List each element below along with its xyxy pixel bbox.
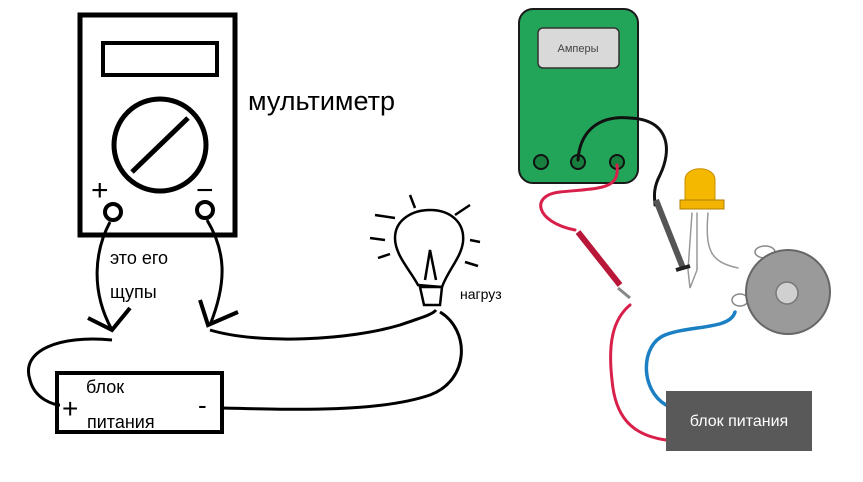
minus-sign: −: [196, 174, 214, 207]
bulb-icon: [369, 194, 481, 307]
meter-display-text: Амперы: [558, 43, 599, 55]
black-probe: [653, 198, 691, 272]
load-label: нагруз: [460, 286, 502, 302]
probes-label-1: это его: [110, 248, 168, 268]
power-label-1: блок: [86, 377, 124, 397]
led-icon: [679, 168, 725, 210]
multimeter-label: мультиметр: [248, 86, 395, 116]
power-supply: [666, 391, 812, 451]
power-supply-label: блок питания: [690, 413, 788, 430]
red-probe: [575, 230, 631, 300]
sketch-multimeter: [77, 12, 238, 238]
jack-icon: [533, 154, 549, 170]
power-minus: -: [198, 390, 207, 420]
power-label-2: питания: [87, 412, 155, 432]
sketch-wires: [27, 219, 463, 411]
probes-label-2: щупы: [110, 282, 157, 302]
power-plus: +: [62, 393, 78, 424]
wires: [539, 116, 739, 442]
plus-sign: +: [91, 174, 109, 207]
sketch-power-supply: [55, 371, 224, 434]
speaker-icon: [731, 245, 831, 335]
ammeter: [518, 8, 639, 184]
